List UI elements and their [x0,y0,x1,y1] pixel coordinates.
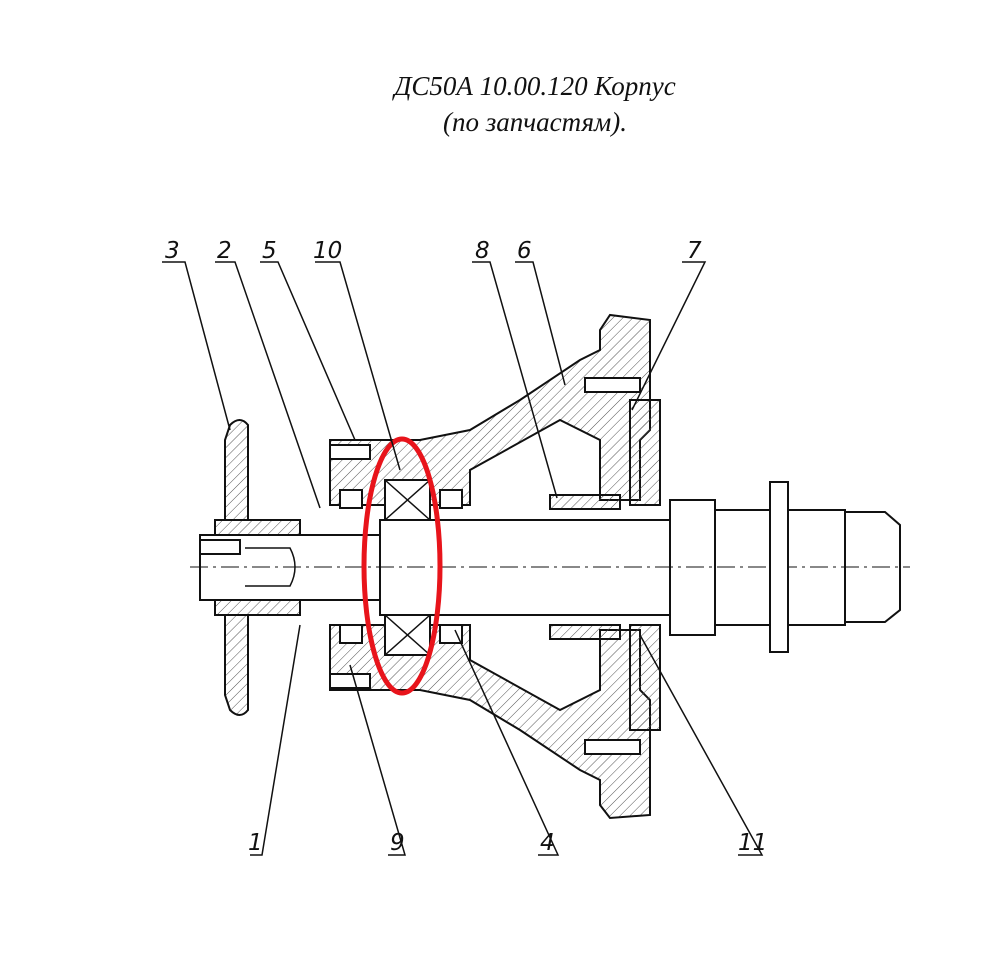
callout-3: 3 [165,238,180,264]
housing-upper [329,313,651,506]
bearing-lower-x2 [384,614,431,656]
leader-3 [162,261,231,431]
leader-4 [454,629,560,856]
callout-11: 11 [738,830,767,856]
housing-lower [329,624,651,820]
leader-2 [215,261,321,509]
ring-right [769,481,789,653]
leader-8 [472,261,558,499]
seal-lower-left [339,624,363,644]
bushing-lower [549,624,621,640]
callout-1: 1 [248,830,263,856]
drawing-title: ДС50А 10.00.120 Корпус (по запчастям). [300,68,770,140]
cover-upper [629,399,661,506]
leader-10 [315,261,401,471]
leader-6 [515,261,566,386]
sprocket-lower [224,614,249,716]
leader-5 [260,261,356,441]
bolt-sprocket [199,539,241,555]
title-line-1: ДС50А 10.00.120 Корпус [394,71,676,101]
callout-7: 7 [687,238,702,264]
callout-8: 8 [475,238,490,264]
seal-lower-right [439,624,463,644]
leader-11 [639,634,764,856]
leader-9 [349,664,406,856]
callout-4: 4 [540,830,555,856]
leader-7 [631,261,707,411]
bearing-upper-x2 [384,479,431,521]
seal-upper-left [339,489,363,509]
sprocket-upper [224,419,249,521]
callout-2: 2 [217,238,232,264]
callout-5: 5 [262,238,277,264]
callout-6: 6 [517,238,532,264]
seal-upper-right [439,489,463,509]
keyway [245,547,296,587]
highlight-ellipse [361,436,443,696]
callout-10: 10 [313,238,342,264]
bushing-upper [549,494,621,510]
leader-1 [250,624,301,856]
bolt-right-lower [584,739,641,755]
title-line-2: (по запчастям). [443,107,627,137]
callout-9: 9 [390,830,405,856]
bolt-right-upper [584,377,641,393]
bolt-left-lower [329,673,371,689]
cover-lower [629,624,661,731]
bolt-left-upper [329,444,371,460]
